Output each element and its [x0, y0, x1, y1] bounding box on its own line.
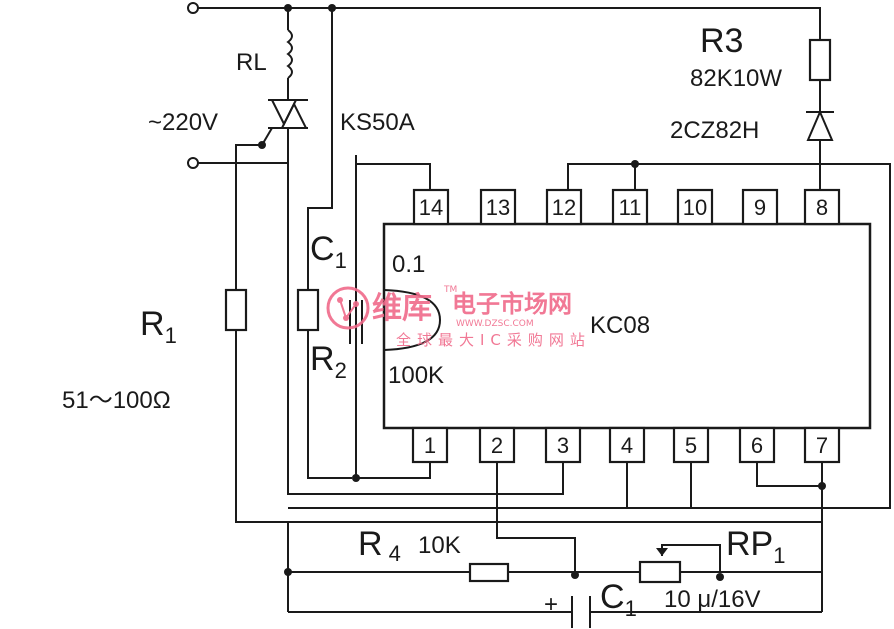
chip-notch [383, 289, 442, 351]
c1-bottom-label: C1 [600, 578, 637, 621]
r1-value-label: 51～100Ω [62, 387, 171, 414]
triac-label: KS50A [340, 109, 415, 136]
rp1-potentiometer [638, 548, 682, 584]
pin-14: 14 [419, 195, 443, 220]
terminal-bottom [187, 157, 199, 169]
c1-top-label: C1 [310, 230, 347, 273]
pins-top: 14 13 12 11 10 9 8 [412, 188, 841, 226]
triac-symbol [261, 99, 308, 146]
pin-13: 13 [486, 195, 510, 220]
kc08-chip-body [382, 222, 872, 430]
watermark-url: WWW.DZSC.COM [456, 319, 534, 329]
watermark-title: 电子市场网 [452, 290, 572, 318]
pin-7: 7 [816, 433, 828, 458]
r3-label: R3 [700, 22, 743, 60]
pin-5: 5 [685, 433, 697, 458]
c1-bottom-value-label: 10 μ/16V [664, 586, 761, 613]
pin-9: 9 [754, 195, 766, 220]
c1-value-label: 0.1 [392, 251, 425, 278]
supply-label: ~220V [148, 109, 218, 136]
r2-value-label: 100K [388, 362, 444, 389]
pin-6: 6 [751, 433, 763, 458]
r1-label: R1 [140, 305, 177, 348]
rl-label: RL [236, 49, 267, 76]
r1-resistor [224, 288, 248, 332]
r4-resistor [468, 562, 510, 583]
pin-12: 12 [552, 195, 576, 220]
c1-bottom-plus-label: + [544, 591, 558, 618]
watermark: 维库 TM 电子市场网 WWW.DZSC.COM 全球最大IC采购网站 [326, 285, 591, 349]
diode-label: 2CZ82H [670, 117, 759, 144]
r2-label: R2 [310, 340, 347, 383]
r4-value-label: 10K [418, 532, 461, 559]
pins-bottom: 1 2 3 4 5 6 7 [411, 426, 841, 464]
watermark-logo-icon [326, 286, 370, 330]
rl-coil [286, 29, 293, 79]
r3-value-label: 82K10W [690, 65, 782, 92]
pin-8: 8 [816, 195, 828, 220]
r2-resistor [296, 288, 320, 332]
pin-10: 10 [683, 195, 707, 220]
c1-bottom-capacitor [571, 596, 591, 628]
chip-label: KC08 [590, 312, 650, 339]
watermark-logo-text: 维库 [372, 291, 432, 326]
pin-1: 1 [424, 433, 436, 458]
r3-resistor [808, 38, 832, 82]
junction-dots [258, 4, 826, 581]
pin-11: 11 [619, 195, 642, 220]
terminal-top [187, 2, 199, 14]
pin-2: 2 [491, 433, 503, 458]
rp1-label: RP1 [726, 525, 785, 568]
diode-symbol [806, 109, 834, 141]
pin-4: 4 [621, 433, 633, 458]
watermark-tm: TM [443, 285, 457, 295]
pin-3: 3 [557, 433, 569, 458]
watermark-slogan: 全球最大IC采购网站 [396, 331, 591, 349]
